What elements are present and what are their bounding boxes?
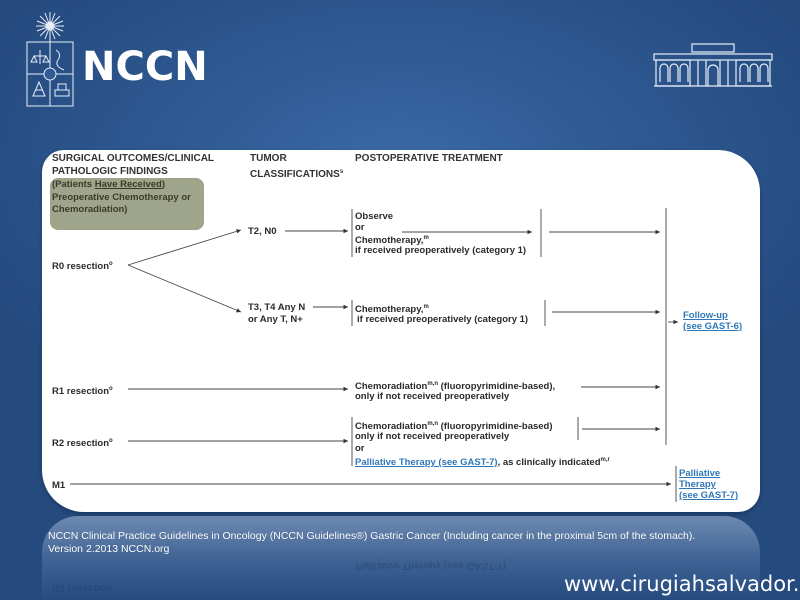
m1-label: M1 [52,480,66,491]
note-highlight [50,178,204,230]
building-facade-icon [653,43,773,87]
header-tumor-1: TUMOR [250,153,287,164]
palliative-outcome-link-2[interactable]: Therapy [679,479,716,490]
r0-branch2-classification-2: or Any T, N+ [248,314,303,325]
r2-treatment-4: Palliative Therapy (see GAST-7), as clin… [355,457,610,468]
r1-label: R1 resectiono [52,386,113,397]
r1-treatment-1: Chemoradiationm,n (fluoropyrimidine-base… [355,381,556,392]
header-findings-2: PATHOLOGIC FINDINGS [52,166,168,177]
brand-title: NCCN [82,44,208,90]
citation-line-2: Version 2.2013 NCCN.org [48,543,170,555]
r2-treatment-3: or [355,443,365,454]
university-crest-icon [26,12,74,107]
r2-label: R2 resectiono [52,438,113,449]
header-treatment: POSTOPERATIVE TREATMENT [355,153,503,164]
r0-branch2-treatment-2: if received preoperatively (category 1) [357,314,529,325]
reflection-ghost-r2: R2 resection [52,582,113,593]
r2-treatment-2: only if not received preoperatively [355,431,510,442]
r0-t2n0-classification: T2, N0 [248,226,277,237]
r0-branch1-treatment-4: if received preoperatively (category 1) [355,245,527,256]
r0-label: R0 resectiono [52,261,113,272]
r0-branch1-treatment-3: Chemotherapy,m [355,235,429,246]
r0-branch2-classification-1: T3, T4 Any N [248,302,306,313]
reflection-ghost-text: Palliative Therapy (see GAST-7) [356,560,507,571]
palliative-therapy-link[interactable]: Palliative Therapy (see GAST-7) [355,457,498,468]
header-findings-1: SURGICAL OUTCOMES/CLINICAL [52,153,215,164]
citation-line-1: NCCN Clinical Practice Guidelines in Onc… [48,530,696,542]
followup-link-2[interactable]: (see GAST-6) [683,321,743,332]
r0-branch2-treatment-1: Chemotherapy,m [355,304,429,315]
r2-treatment-1: Chemoradiationm,n (fluoropyrimidine-base… [355,421,553,432]
r0-branch1-treatment-2: or [355,222,365,233]
note-line-1: (Patients Have Received) [52,179,166,190]
r0-branch1-treatment-1: Observe [355,211,394,222]
palliative-outcome-link-1[interactable]: Palliative [679,468,721,479]
note-line-2: Preoperative Chemotherapy or [52,192,191,203]
citation: NCCN Clinical Practice Guidelines in Onc… [48,530,768,556]
r1-treatment-2: only if not received preoperatively [355,391,510,402]
palliative-outcome-link-3[interactable]: (see GAST-7) [679,490,739,501]
website-url[interactable]: www.cirugiahsalvador.cl [564,572,800,596]
note-line-3: Chemoradiation) [52,204,128,215]
header-tumor-2: CLASSIFICATIONSs [250,169,344,180]
panel-reflection [42,516,760,600]
followup-link-1[interactable]: Follow-up [683,310,728,321]
